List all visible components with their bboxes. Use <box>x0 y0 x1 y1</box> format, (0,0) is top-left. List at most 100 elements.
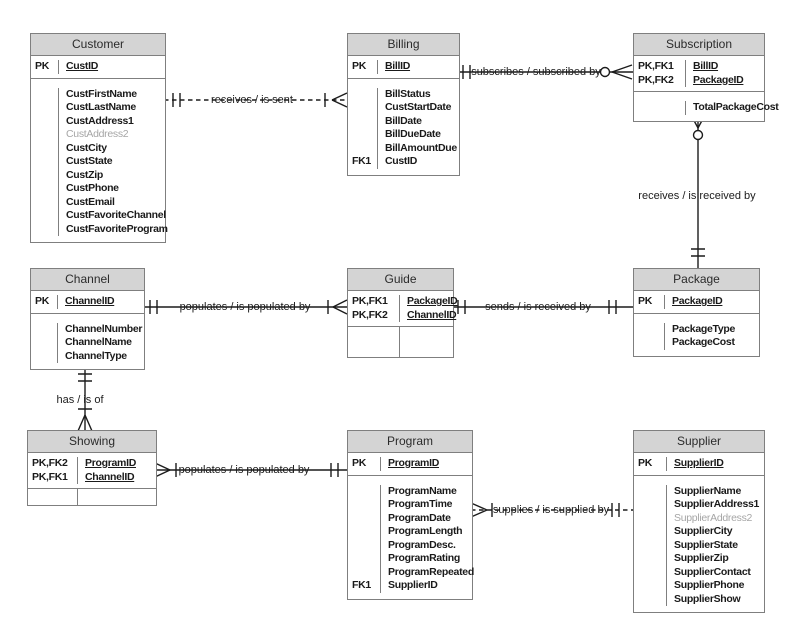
entity-title: Showing <box>28 431 156 453</box>
key-column <box>634 322 665 350</box>
attribute-name: PackageType <box>672 322 736 335</box>
attribute-name: CustFavoriteProgram <box>66 222 168 235</box>
attribute-name: SupplierID <box>388 579 438 591</box>
attribute-name: CustAddress1 <box>66 114 134 127</box>
key-column: PK <box>634 457 667 471</box>
attribute-column: PackageID <box>665 295 759 309</box>
attribute-name: CustEmail <box>66 195 115 208</box>
cardinality-symbols <box>462 64 633 80</box>
key-label <box>352 525 378 539</box>
attribute-name: ChannelType <box>65 349 127 362</box>
attribute-name: ProgramName <box>388 484 457 497</box>
attribute-column: CustID <box>59 60 165 74</box>
attribute-name: CustCity <box>66 141 107 154</box>
attribute-name: SupplierCity <box>674 525 733 537</box>
attribute-column <box>78 489 156 505</box>
key-label <box>35 142 56 156</box>
attribute-column: ChannelID <box>58 295 144 309</box>
attribute-name: BillDueDate <box>385 128 441 140</box>
key-label: PK <box>352 60 366 72</box>
key-label <box>638 525 664 539</box>
relationship-label: has / is of <box>56 394 104 406</box>
cardinality-symbols <box>470 502 620 518</box>
attribute-name: CustLastName <box>66 101 136 113</box>
attribute-name: SupplierPhone <box>674 579 745 591</box>
key-column: PK <box>634 295 665 309</box>
key-column <box>348 327 400 357</box>
attribute-name: ProgramTime <box>388 498 453 510</box>
key-label: PK,FK1 <box>352 295 388 307</box>
entity-title: Subscription <box>634 34 764 56</box>
attribute-name: CustID <box>385 155 418 167</box>
key-label: PK,FK1 <box>638 60 674 72</box>
entity-title: Billing <box>348 34 459 56</box>
pk-attribute-name: ProgramID <box>85 457 136 469</box>
attribute-name: ProgramRepeated <box>388 565 474 578</box>
attribute-column: BillID <box>378 60 459 74</box>
relationship-label: supplies / is supplied by <box>493 504 610 516</box>
relationship-channel-showing: has / is of <box>56 365 104 432</box>
entity-title: Channel <box>31 269 144 291</box>
key-label <box>35 209 56 223</box>
key-column <box>31 322 58 363</box>
key-column: PK <box>348 457 381 471</box>
relationship-program-supplier: supplies / is supplied by <box>470 502 633 518</box>
attribute-name: CustFavoriteChannel <box>66 209 166 221</box>
pk-attribute-name: ChannelID <box>85 470 135 483</box>
relationship-showing-program: populates / is populated by <box>154 462 347 478</box>
key-label <box>35 169 56 183</box>
key-label <box>35 182 56 196</box>
attribute-column: SupplierID <box>667 457 764 471</box>
key-label <box>352 88 375 102</box>
attribute-name: CustStartDate <box>385 101 452 113</box>
key-column: FK1 <box>348 87 378 169</box>
key-label <box>352 552 378 566</box>
pk-attribute-name: ProgramID <box>388 457 439 469</box>
key-label <box>35 336 55 350</box>
attribute-name: ChannelName <box>65 336 132 348</box>
key-label <box>35 323 55 337</box>
attribute-name: TotalPackageCost <box>693 101 779 113</box>
key-label <box>638 539 664 553</box>
attribute-name: SupplierName <box>674 484 742 497</box>
key-column <box>634 484 667 606</box>
relationship-label: populates / is populated by <box>180 301 311 313</box>
attribute-name: CustState <box>66 155 113 167</box>
attribute-name: SupplierState <box>674 538 738 551</box>
key-column <box>634 101 686 115</box>
key-label <box>35 128 56 142</box>
cardinality-symbols <box>149 299 348 315</box>
key-column: PK <box>31 295 58 309</box>
key-label: PK <box>638 457 652 469</box>
key-label: PK,FK2 <box>638 73 674 86</box>
attribute-name: SupplierShow <box>674 592 741 605</box>
attribute-name: CustAddress2 <box>66 128 129 140</box>
key-label <box>352 498 378 512</box>
relationship-label: receives / is sent <box>211 94 293 106</box>
relationship-label: populates / is populated by <box>179 464 310 476</box>
attribute-name: ProgramLength <box>388 525 463 537</box>
attribute-name: CustPhone <box>66 182 119 194</box>
key-label <box>352 142 375 156</box>
key-label: FK1 <box>352 155 371 167</box>
key-label <box>35 155 56 169</box>
key-column <box>28 489 78 505</box>
relationship-label: sends / is received by <box>485 301 591 313</box>
key-label <box>35 196 56 210</box>
